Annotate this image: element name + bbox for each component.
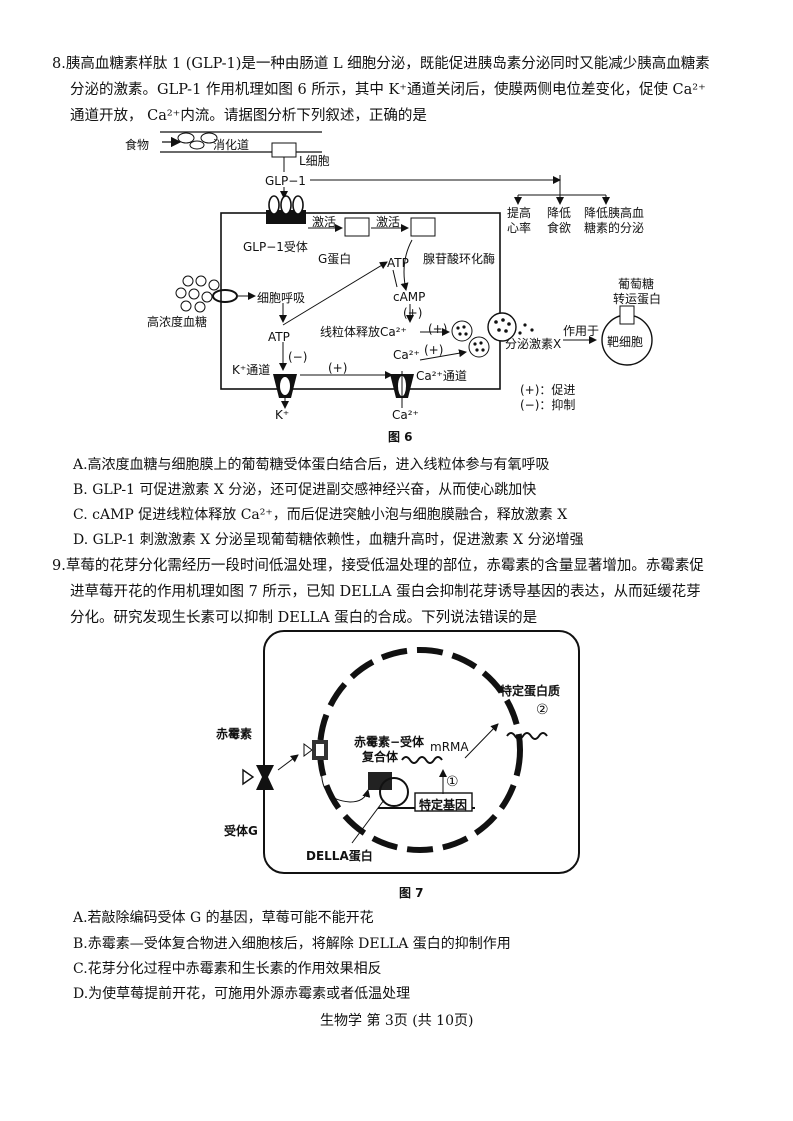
q8-option-d: D. GLP-1 刺激激素 X 分泌呈现葡萄糖依赖性，血糖升高时，促进激素 X … [73,532,584,548]
q9-stem-line1: 9.草莓的花芽分化需经历一段时间低温处理，接受低温处理的部位，赤霉素的含量显著增… [52,558,704,574]
q9-stem-line2: 进草莓开花的作用机理如图 7 所示，已知 DELLA 蛋白会抑制花芽诱导基因的表… [70,584,701,600]
q8-stem-line3: 通道开放， Ca²⁺内流。请据图分析下列叙述，正确的是 [70,108,427,124]
effect-2b: 食欲 [547,221,572,235]
label-k-channel: K⁺通道 [232,363,271,377]
legend-plus: (+)：促进 [520,383,576,397]
effect-3b: 糖素的分泌 [584,221,645,235]
q8-stem-line1: 8.胰高血糖素样肽 1 (GLP-1)是一种由肠道 L 细胞分泌，既能促进胰岛素… [52,56,710,72]
label-camp: cAMP [393,290,426,304]
label-mito-ca: 线粒体释放Ca²⁺ [320,325,407,339]
q9-option-d: D.为使草莓提前开花，可施用外源赤霉素或者低温处理 [73,986,411,1002]
q8-option-a: A.高浓度血糖与细胞膜上的葡萄糖受体蛋白结合后，进入线粒体参与有氧呼吸 [73,457,550,473]
label-activate-2: 激活 [376,215,401,229]
label-glut-1: 葡萄糖 [618,277,655,291]
label-l-cell: L细胞 [299,154,330,168]
label-respiration: 细胞呼吸 [257,291,306,305]
effect-2a: 降低 [547,206,572,220]
label-high-glucose: 高浓度血糖 [147,315,208,329]
label-camp-plus: (+) [403,306,423,320]
label-target-cell: 靶细胞 [607,335,644,349]
label-plus-2: (+) [424,343,444,357]
label-specific-protein: 特定蛋白质 [500,684,561,698]
label-g-protein: G蛋白 [318,252,352,266]
legend-minus: (−)：抑制 [520,398,576,412]
label-ca-mid: Ca²⁺ [393,348,420,362]
label-complex-line2: 复合体 [362,750,399,764]
label-food: 食物 [125,138,150,152]
effect-3a: 降低胰高血 [584,206,645,220]
label-step-1: ① [446,774,459,790]
label-receptor-g: 受体G [224,824,258,838]
label-atp-left: ATP [268,330,290,344]
label-adenylate-cyclase: 腺苷酸环化酶 [423,252,496,266]
figure-7-caption: 图 7 [399,886,424,900]
effect-1a: 提高 [507,206,532,220]
label-della: DELLA蛋白 [306,849,373,863]
label-gibberellin: 赤霉素 [216,727,253,741]
q8-stem-line2: 分泌的激素。GLP-1 作用机理如图 6 所示，其中 K⁺通道关闭后，使膜两侧电… [70,82,706,98]
q8-option-b: B. GLP-1 可促进激素 X 分泌，还可促进副交感神经兴奋，从而使心跳加快 [73,482,537,498]
label-glp1: GLP−1 [265,174,306,188]
q9-stem-line3: 分化。研究发现生长素可以抑制 DELLA 蛋白的合成。下列说法错误的是 [70,610,538,626]
q8-option-c: C. cAMP 促进线粒体释放 Ca²⁺，而后促进突触小泡与细胞膜融合，释放激素… [73,507,568,523]
label-plus-k: (+) [328,361,348,375]
label-complex-line1: 赤霉素−受体 [354,735,425,749]
page-footer: 生物学 第 3页 (共 10页) [320,1013,474,1029]
label-minus: (−) [288,350,308,364]
label-plus-1: (+) [428,322,448,336]
label-secrete-x: 分泌激素X [505,337,562,351]
q9-option-b: B.赤霉素—受体复合物进入细胞核后，将解除 DELLA 蛋白的抑制作用 [73,936,511,952]
label-atp-top: ATP [387,256,409,270]
figure-6 [160,131,653,409]
figure-6-caption: 图 6 [388,430,413,444]
label-act-on: 作用于 [563,324,600,338]
label-ca-channel: Ca²⁺通道 [416,369,467,383]
label-glut-2: 转运蛋白 [613,292,662,306]
label-activate-1: 激活 [312,215,337,229]
label-k-out: K⁺ [275,408,290,422]
q9-option-a: A.若敲除编码受体 G 的基因，草莓可能不能开花 [73,910,374,926]
label-step-2: ② [536,702,549,718]
label-ca-out: Ca²⁺ [392,408,419,422]
label-gut: 消化道 [213,138,250,152]
figure-7 [242,630,580,874]
label-specific-gene: 特定基因 [419,798,468,812]
label-glp1-receptor: GLP−1受体 [243,240,308,254]
q9-option-c: C.花芽分化过程中赤霉素和生长素的作用效果相反 [73,961,382,977]
effect-1b: 心率 [507,221,532,235]
label-mrna: mRMA [430,740,469,754]
